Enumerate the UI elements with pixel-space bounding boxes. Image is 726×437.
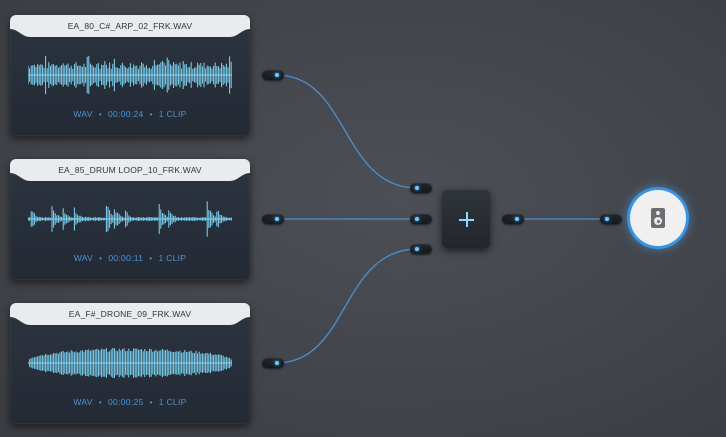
clip-count: 1 CLIP (158, 253, 187, 263)
clip-count: 1 CLIP (158, 109, 187, 119)
clip-duration: 00:00:24 (108, 109, 144, 119)
clip-duration: 00:00:25 (108, 397, 144, 407)
clip-meta: WAV•00:00:11•1 CLIP (73, 253, 187, 263)
waveform-drone (28, 348, 232, 378)
clip-title-tab: EA_80_C#_ARP_02_FRK.WAV (10, 15, 250, 39)
clip-name: EA_F#_DRONE_09_FRK.WAV (68, 309, 192, 319)
cable-clip3-to-mixer (275, 248, 419, 364)
cable-clip1-to-mixer (275, 74, 419, 189)
clip-card-1[interactable]: EA_80_C#_ARP_02_FRK.WAV WAV•00:00:24•1 C… (10, 15, 250, 136)
output-speaker-node[interactable] (630, 190, 686, 246)
mixer-input-jack-3[interactable] (410, 244, 432, 254)
clip-card-2[interactable]: EA_85_DRUM LOOP_10_FRK.WAV WAV•00:00:11•… (10, 159, 250, 280)
plus-icon (459, 212, 474, 227)
clip-format: WAV (73, 397, 93, 407)
clip-meta: WAV•00:00:24•1 CLIP (73, 109, 187, 119)
clip-name: EA_80_C#_ARP_02_FRK.WAV (67, 21, 193, 31)
clip-title-tab: EA_F#_DRONE_09_FRK.WAV (10, 303, 250, 327)
clip-card-3[interactable]: EA_F#_DRONE_09_FRK.WAV WAV•00:00:25•1 CL… (10, 303, 250, 424)
mixer-node[interactable] (442, 189, 490, 248)
mixer-output-jack[interactable] (502, 214, 524, 224)
clip-title-tab: EA_85_DRUM LOOP_10_FRK.WAV (10, 159, 250, 183)
clip2-output-jack[interactable] (262, 214, 284, 224)
clip3-output-jack[interactable] (262, 358, 284, 368)
output-input-jack[interactable] (600, 214, 622, 224)
clip1-output-jack[interactable] (262, 70, 284, 80)
clip-meta: WAV•00:00:25•1 CLIP (73, 397, 187, 407)
waveform-arp (28, 55, 232, 95)
speaker-icon (651, 208, 665, 228)
mixer-input-jack-1[interactable] (410, 183, 432, 193)
waveform-drum (28, 201, 232, 237)
clip-format: WAV (73, 253, 94, 263)
clip-duration: 00:00:11 (108, 253, 144, 263)
clip-name: EA_85_DRUM LOOP_10_FRK.WAV (58, 165, 202, 175)
mixer-input-jack-2[interactable] (410, 214, 432, 224)
clip-count: 1 CLIP (158, 397, 187, 407)
clip-format: WAV (73, 109, 93, 119)
